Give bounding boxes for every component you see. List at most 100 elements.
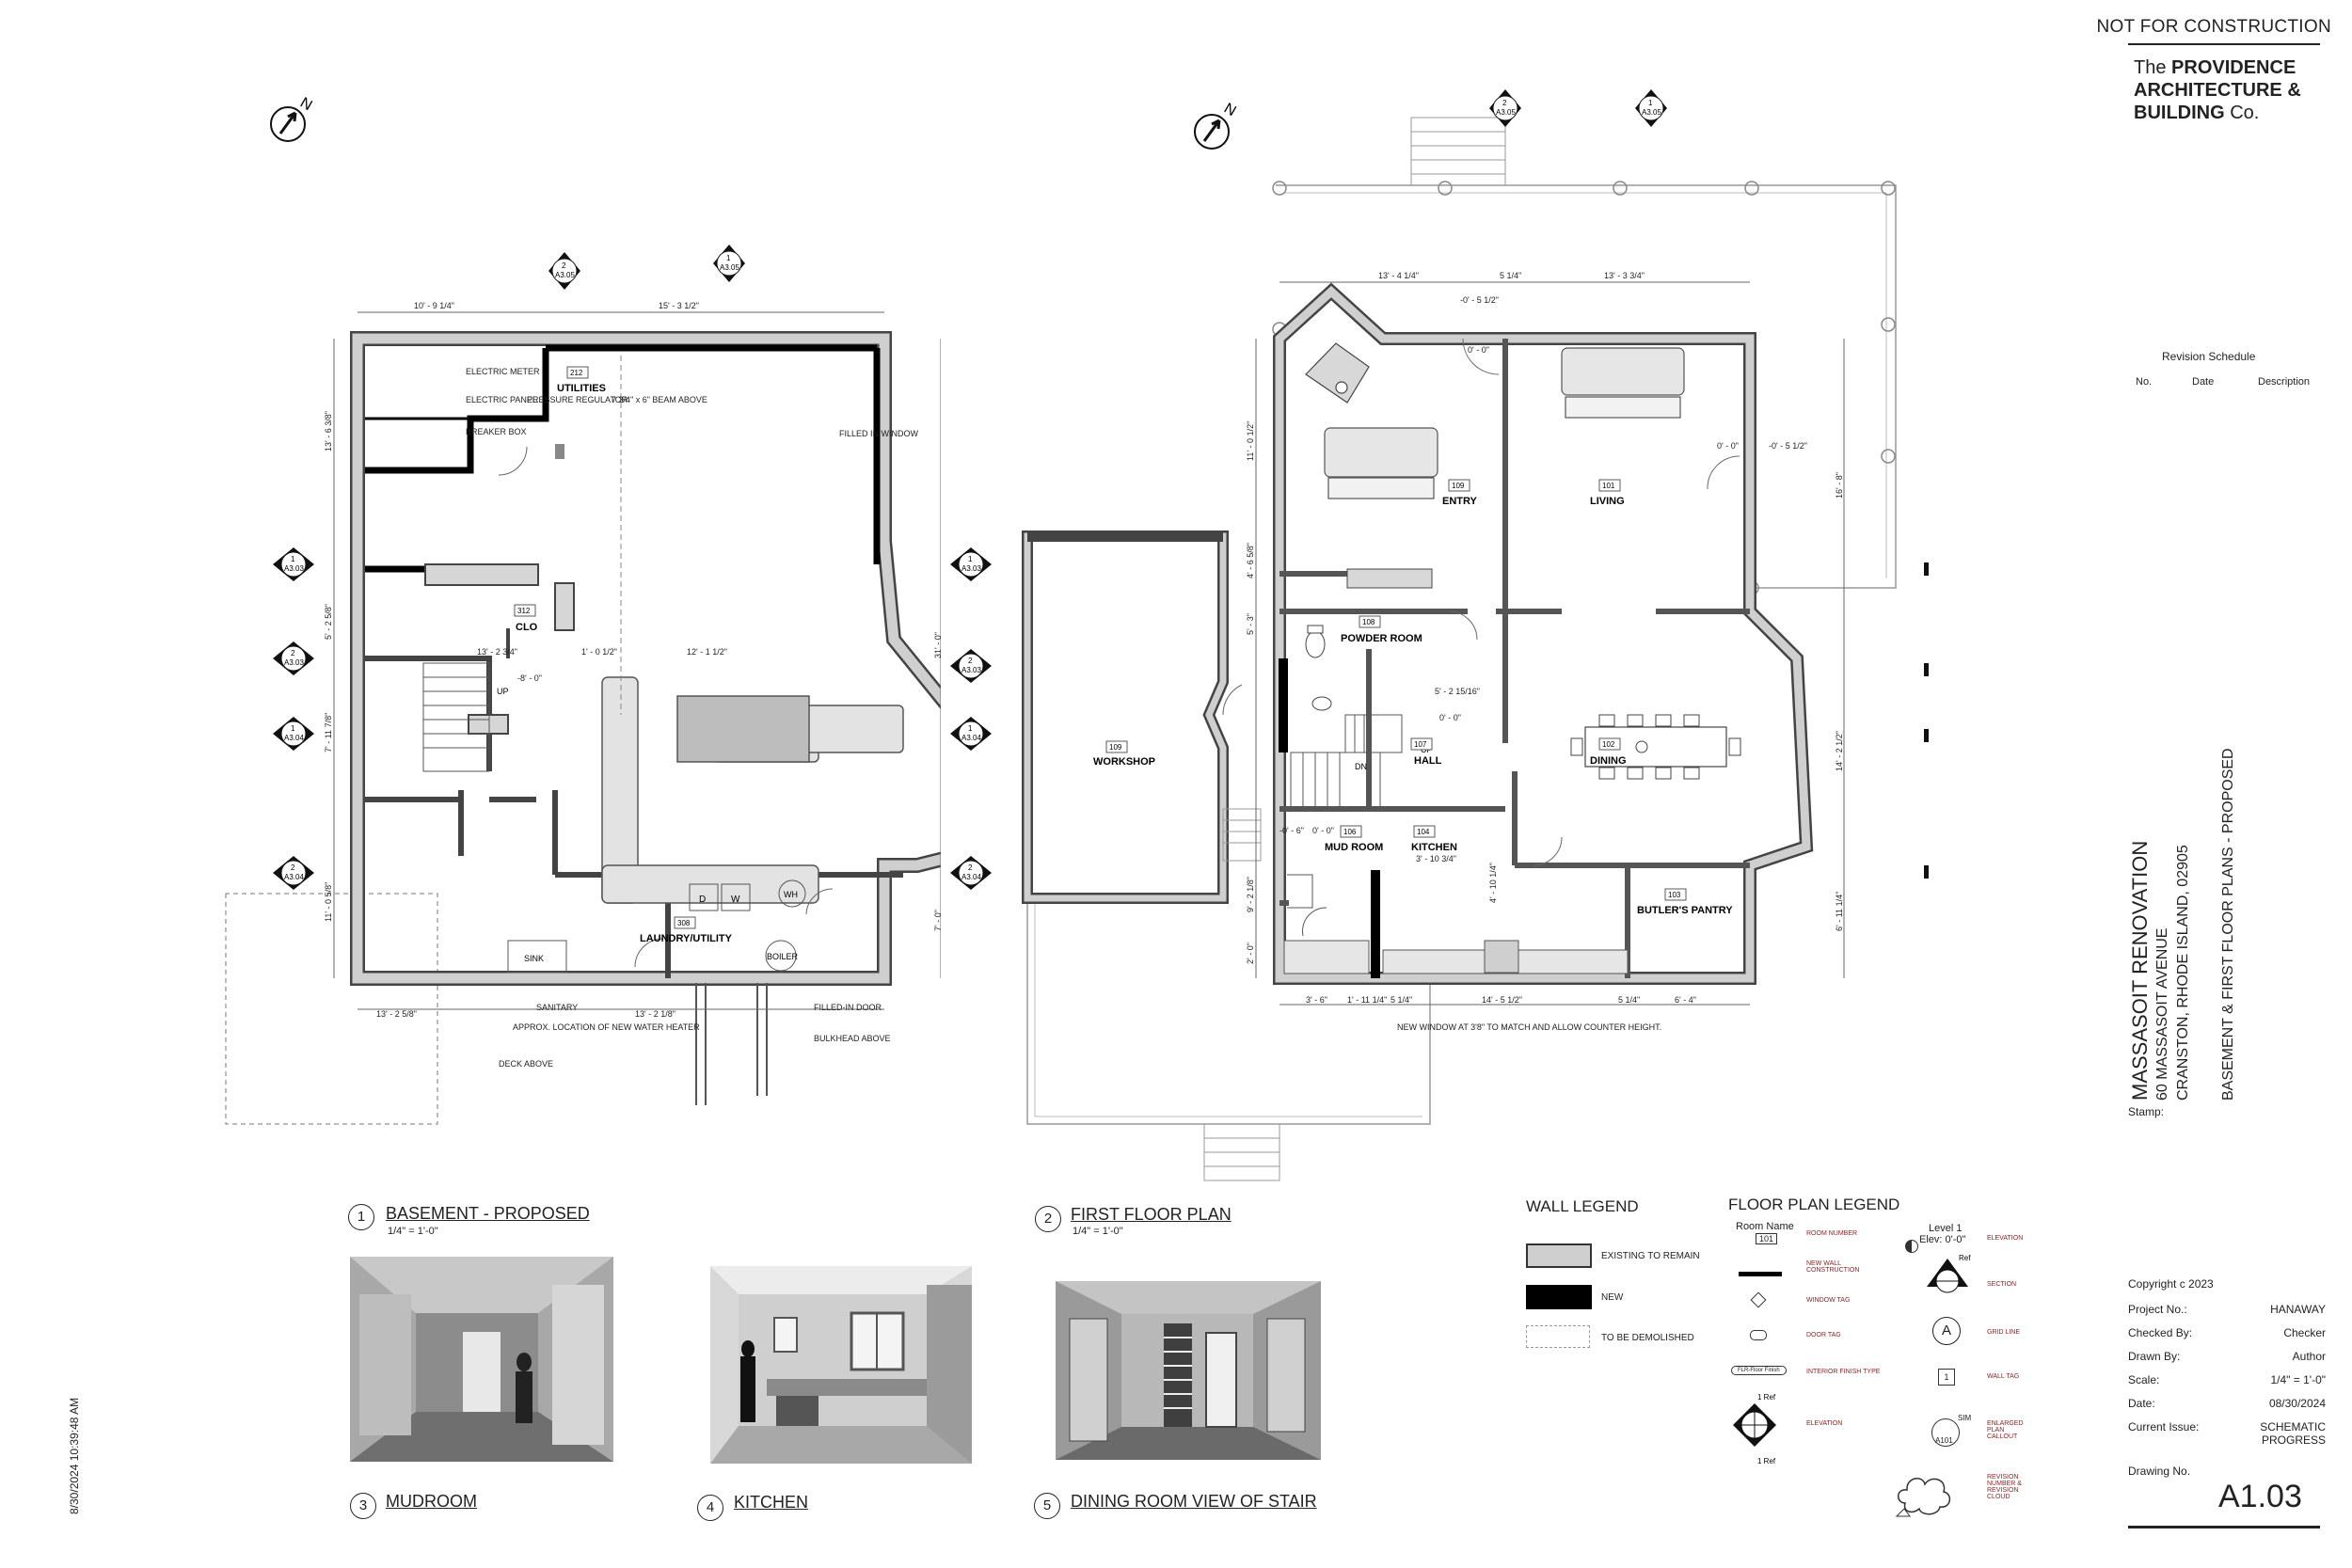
- svg-text:15' - 3 1/2": 15' - 3 1/2": [659, 301, 699, 310]
- info-current-issue: Current Issue:SCHEMATIC PROGRESS: [2128, 1420, 2326, 1447]
- info-checked-by: Checked By:Checker: [2128, 1326, 2326, 1339]
- svg-text:W: W: [731, 895, 740, 905]
- svg-text:HALL: HALL: [1414, 755, 1442, 767]
- svg-text:308: 308: [677, 919, 691, 927]
- washer: [721, 883, 751, 911]
- svg-text:0' - 0": 0' - 0": [1717, 441, 1739, 451]
- svg-text:SINK: SINK: [524, 954, 544, 963]
- view-1-number: 1: [348, 1204, 374, 1230]
- entry-sofa: [1324, 427, 1438, 499]
- fpl-level-elev: Elev: 0'-0": [1919, 1234, 1966, 1245]
- svg-text:DN: DN: [1355, 762, 1367, 771]
- svg-text:13' - 2 1/8": 13' - 2 1/8": [635, 1009, 675, 1019]
- svg-text:7 3/4" x 6" BEAM ABOVE: 7 3/4" x 6" BEAM ABOVE: [612, 395, 707, 404]
- svg-text:DECK ABOVE: DECK ABOVE: [499, 1059, 553, 1069]
- view-2-title[interactable]: FIRST FLOOR PLAN: [1071, 1205, 1232, 1224]
- room-tag-104-kitchen: 104 KITCHEN: [1411, 825, 1457, 853]
- legend-demo-label: TO BE DEMOLISHED: [1601, 1333, 1694, 1343]
- toilet: [1305, 630, 1326, 658]
- svg-text:POWDER ROOM: POWDER ROOM: [1341, 633, 1422, 644]
- svg-text:1: 1: [1648, 99, 1653, 107]
- svg-text:2: 2: [562, 261, 566, 270]
- svg-text:A3.03: A3.03: [961, 666, 981, 674]
- svg-text:31' - 0": 31' - 0": [933, 632, 941, 658]
- utility-sink: [507, 940, 567, 974]
- svg-text:UP: UP: [497, 687, 509, 696]
- fpl-new-wall-label: NEW WALL CONSTRUCTION: [1806, 1260, 1860, 1274]
- svg-text:WORKSHOP: WORKSHOP: [1093, 756, 1155, 768]
- kitchen-counters: [1283, 940, 1629, 974]
- fpl-new-wall-swatch: [1739, 1272, 1782, 1276]
- fpl-door-tag-label: DOOR TAG: [1806, 1332, 1841, 1338]
- section-marker-icon: Ref: [1927, 1254, 1971, 1293]
- svg-text:14' - 2 1/2": 14' - 2 1/2": [1835, 731, 1844, 771]
- view-4-title[interactable]: KITCHEN: [734, 1493, 809, 1512]
- legend-new-label: NEW: [1601, 1292, 1624, 1303]
- deck-outline: [225, 893, 438, 1125]
- kitchen-render: [710, 1266, 972, 1464]
- callout-1-a303-ff: 1 A3.03: [950, 547, 992, 581]
- callout-1-a305-ff: 1 A3.05: [1635, 89, 1667, 127]
- north-arrow-icon: N: [270, 95, 315, 142]
- svg-text:LIVING: LIVING: [1590, 496, 1625, 507]
- svg-text:1: 1: [726, 254, 731, 262]
- svg-text:5 1/4": 5 1/4": [1500, 271, 1521, 280]
- fpl-room-name: Room Name: [1736, 1221, 1794, 1232]
- svg-text:BUTLER'S PANTRY: BUTLER'S PANTRY: [1637, 905, 1733, 916]
- svg-text:1: 1: [968, 724, 973, 733]
- svg-text:A3.05: A3.05: [720, 263, 739, 272]
- svg-text:13' - 4 1/4": 13' - 4 1/4": [1378, 271, 1419, 280]
- print-timestamp: 8/30/2024 10:39:48 AM: [68, 1397, 81, 1514]
- fpl-sheet-ref: A101: [1935, 1436, 1953, 1445]
- callout-2-a304: 2 A3.04: [273, 856, 314, 890]
- svg-text:4' - 10 1/4": 4' - 10 1/4": [1488, 863, 1498, 903]
- column-2: [555, 444, 564, 459]
- not-for-construction-label: NOT FOR CONSTRUCTION: [2096, 17, 2331, 37]
- svg-text:0' - 0": 0' - 0": [1312, 826, 1334, 835]
- view-2-number: 2: [1035, 1206, 1061, 1232]
- svg-text:102: 102: [1602, 740, 1615, 749]
- svg-text:1' - 0 1/2": 1' - 0 1/2": [581, 647, 617, 657]
- room-tag-103-butlers: 103 BUTLER'S PANTRY: [1637, 888, 1733, 916]
- info-drawn-by: Drawn By:Author: [2128, 1350, 2326, 1363]
- svg-text:FILLED IN WINDOW: FILLED IN WINDOW: [839, 429, 919, 438]
- callout-1-a305: 1 A3.05: [713, 245, 745, 282]
- fpl-finish-tag: FLR-Floor Finish: [1731, 1366, 1787, 1375]
- svg-text:ELECTRIC METER: ELECTRIC METER: [466, 367, 540, 376]
- room-tag-101-living: 101 LIVING: [1590, 479, 1625, 507]
- callout-2-a303: 2 A3.03: [273, 641, 314, 675]
- enlarged-plan-callout-icon: [1931, 1418, 1960, 1447]
- fpl-grid-line-label: GRID LINE: [1987, 1329, 2021, 1336]
- svg-text:1: 1: [291, 724, 295, 733]
- view-4-number: 4: [697, 1495, 723, 1521]
- svg-text:BREAKER BOX: BREAKER BOX: [466, 427, 527, 436]
- living-sofa: [1561, 347, 1685, 419]
- svg-text:2' - 0": 2' - 0": [1246, 942, 1255, 964]
- svg-text:5 1/4": 5 1/4": [1391, 995, 1412, 1005]
- title-block-rule-top: [2128, 43, 2320, 45]
- project-address-1: 60 MASSASOIT AVENUE: [2154, 927, 2170, 1101]
- svg-text:KITCHEN: KITCHEN: [1411, 842, 1457, 853]
- view-3-title[interactable]: MUDROOM: [386, 1492, 477, 1511]
- mudroom-bench: [1287, 874, 1327, 937]
- callout-2-a305-ff: 2 A3.05: [1489, 89, 1521, 127]
- svg-text:103: 103: [1668, 891, 1681, 899]
- info-date: Date:08/30/2024: [2128, 1397, 2326, 1410]
- porch-columns: [1272, 181, 1896, 595]
- svg-text:6' - 11 1/4": 6' - 11 1/4": [1835, 892, 1844, 931]
- svg-text:9' - 2 1/8": 9' - 2 1/8": [1246, 877, 1255, 912]
- view-2-scale: 1/4" = 1'-0": [1073, 1226, 1123, 1237]
- view-1-title[interactable]: BASEMENT - PROPOSED: [386, 1204, 590, 1223]
- door-tag-icon: [1750, 1330, 1767, 1340]
- room-tag-109-workshop: 109 WORKSHOP: [1093, 740, 1155, 768]
- svg-text:-8' - 0": -8' - 0": [517, 673, 542, 683]
- room-tag-212: 212 UTILITIES: [557, 366, 606, 394]
- svg-text:A3.04: A3.04: [961, 734, 981, 742]
- view-5-title[interactable]: DINING ROOM VIEW OF STAIR: [1071, 1492, 1317, 1511]
- svg-text:1: 1: [291, 555, 295, 563]
- svg-text:A3.03: A3.03: [961, 564, 981, 573]
- svg-text:5' - 2 15/16": 5' - 2 15/16": [1435, 687, 1480, 696]
- svg-text:312: 312: [517, 607, 531, 615]
- fpl-room-num: 101: [1756, 1233, 1778, 1244]
- svg-text:2: 2: [968, 863, 973, 872]
